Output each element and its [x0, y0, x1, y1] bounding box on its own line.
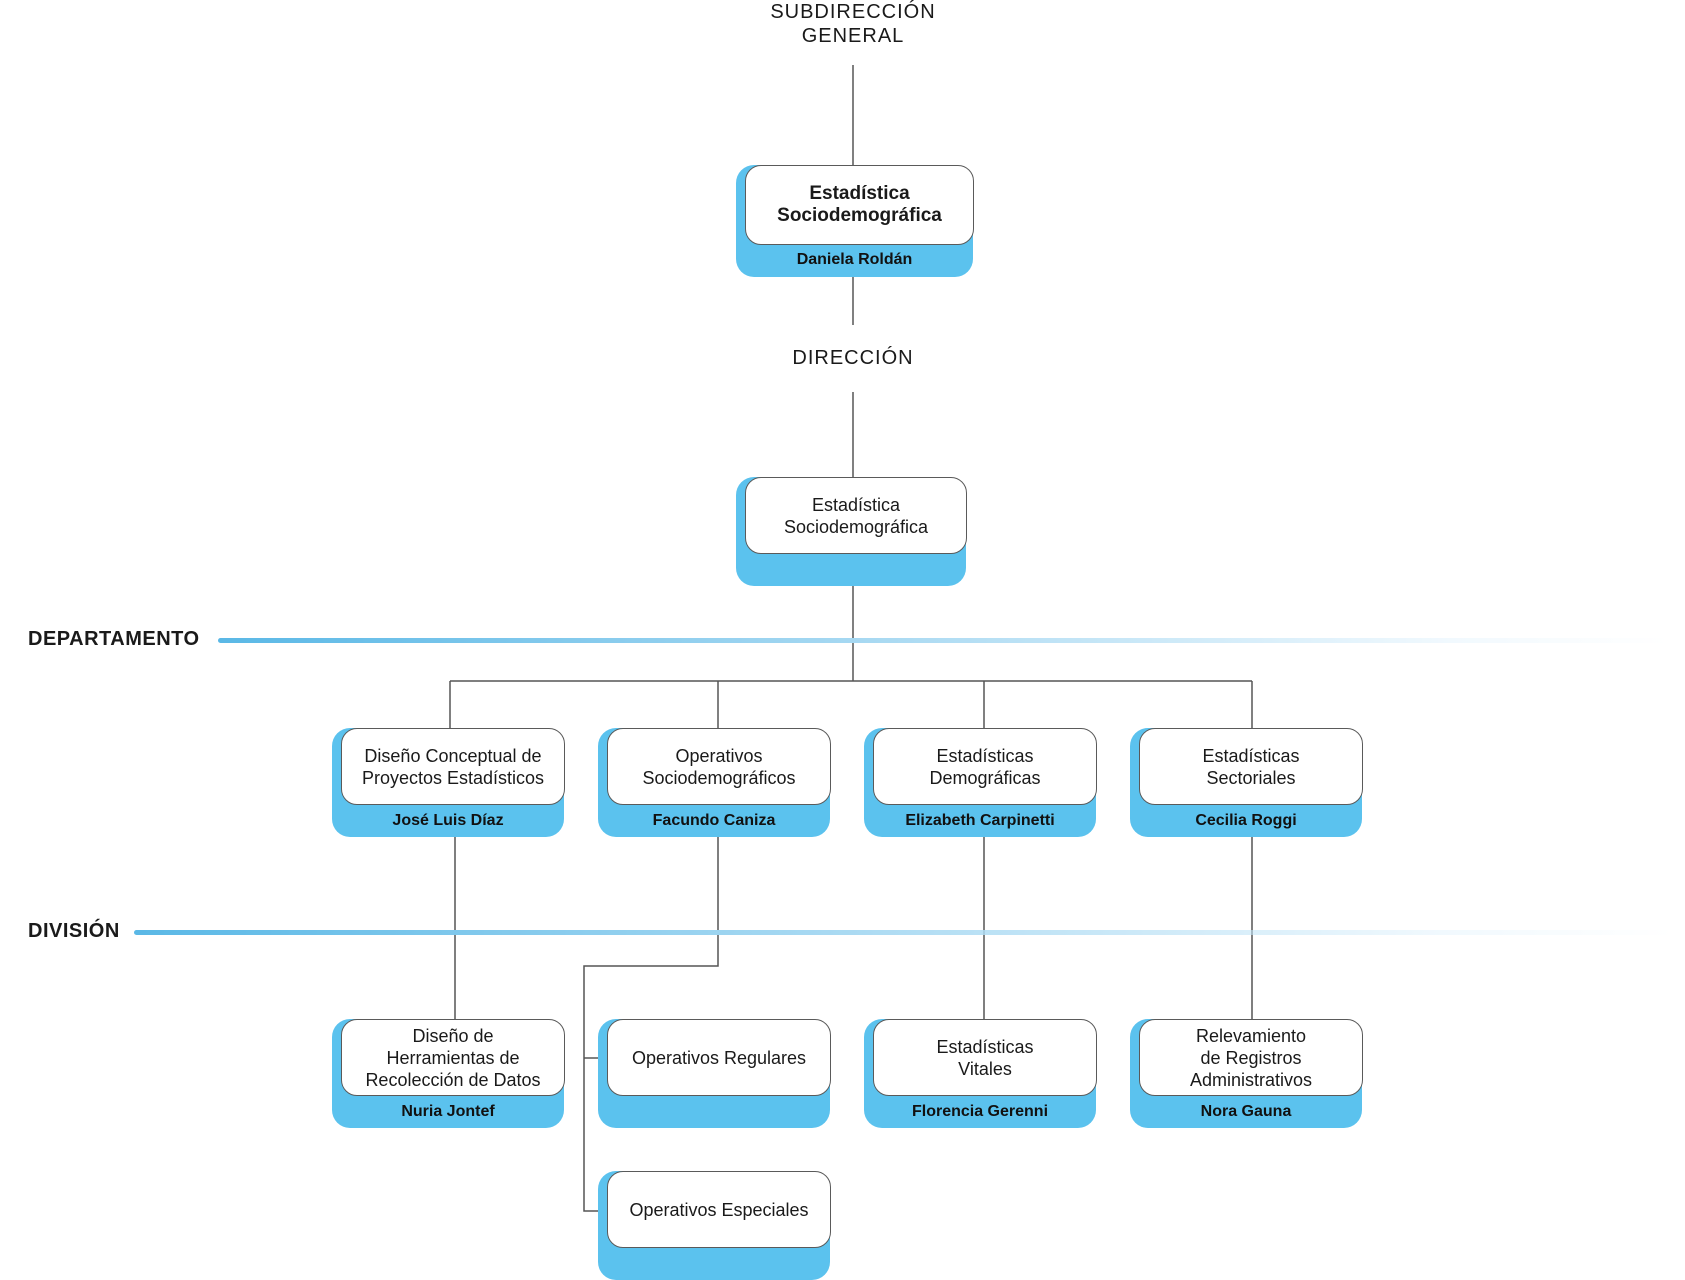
node-person: Nora Gauna	[1200, 1103, 1292, 1120]
node-person: Elizabeth Carpinetti	[905, 812, 1055, 829]
node-person: Daniela Roldán	[796, 251, 913, 268]
node-title-line: Operativos Regulares	[631, 1047, 807, 1068]
node-title-line: Sociodemográfica	[777, 205, 942, 226]
node-title-line: Diseño Conceptual de	[364, 745, 542, 766]
node-title-line: Demográficas	[929, 767, 1041, 788]
node-title: Relevamiento de Registros Administrativo…	[1139, 1019, 1363, 1096]
node-title: Estadísticas Demográficas	[873, 728, 1097, 805]
node-person: José Luis Díaz	[392, 812, 504, 829]
node-person: Florencia Gerenni	[911, 1103, 1049, 1120]
node-person: Cecilia Roggi	[1195, 812, 1297, 829]
level-label-line: GENERAL	[801, 25, 905, 47]
node-title-line: Operativos Especiales	[629, 1199, 809, 1220]
node-title-line: Recolección de Datos	[365, 1069, 541, 1090]
node-title-line: Estadísticas	[936, 745, 1034, 766]
node-title-line: Estadísticas	[1202, 745, 1300, 766]
level-label-direccion: DIRECCIÓN	[792, 347, 914, 369]
node-title-line: de Registros	[1200, 1047, 1302, 1068]
node-person: Nuria Jontef	[401, 1103, 495, 1120]
level-label-line: SUBDIRECCIÓN	[770, 1, 936, 23]
node-title-line: Sociodemográficos	[642, 767, 796, 788]
node-title-line: Administrativos	[1189, 1069, 1313, 1090]
level-label-departamento: DEPARTAMENTO	[28, 628, 200, 650]
node-title-line: Operativos	[675, 745, 763, 766]
node-title-line: Vitales	[958, 1058, 1012, 1079]
node-title-line: Herramientas de	[386, 1047, 520, 1068]
node-title: Estadística Sociodemográfica	[745, 165, 974, 245]
division-band	[134, 930, 1674, 935]
node-title: Operativos Especiales	[607, 1171, 831, 1248]
node-title-line: Sectoriales	[1206, 767, 1296, 788]
node-title: Estadísticas Sectoriales	[1139, 728, 1363, 805]
node-title-line: Estadísticas	[936, 1036, 1034, 1057]
node-title-line: Sociodemográfica	[783, 516, 929, 537]
node-person: Facundo Caniza	[652, 812, 776, 829]
level-label-subdireccion: SUBDIRECCIÓN GENERAL	[753, 0, 953, 48]
node-title: Operativos Sociodemográficos	[607, 728, 831, 805]
departamento-band	[218, 638, 1668, 643]
node-title: Diseño Conceptual de Proyectos Estadísti…	[341, 728, 565, 805]
node-title: Diseño de Herramientas de Recolección de…	[341, 1019, 565, 1096]
level-label-division: DIVISIÓN	[28, 920, 120, 942]
node-title-line: Relevamiento	[1195, 1025, 1307, 1046]
node-title: Estadísticas Vitales	[873, 1019, 1097, 1096]
node-title-line: Diseño de	[412, 1025, 494, 1046]
node-title-line: Proyectos Estadísticos	[361, 767, 545, 788]
node-title-line: Estadística	[809, 183, 910, 204]
node-title-line: Estadística	[811, 494, 901, 515]
node-title: Operativos Regulares	[607, 1019, 831, 1096]
node-title: Estadística Sociodemográfica	[745, 477, 967, 554]
